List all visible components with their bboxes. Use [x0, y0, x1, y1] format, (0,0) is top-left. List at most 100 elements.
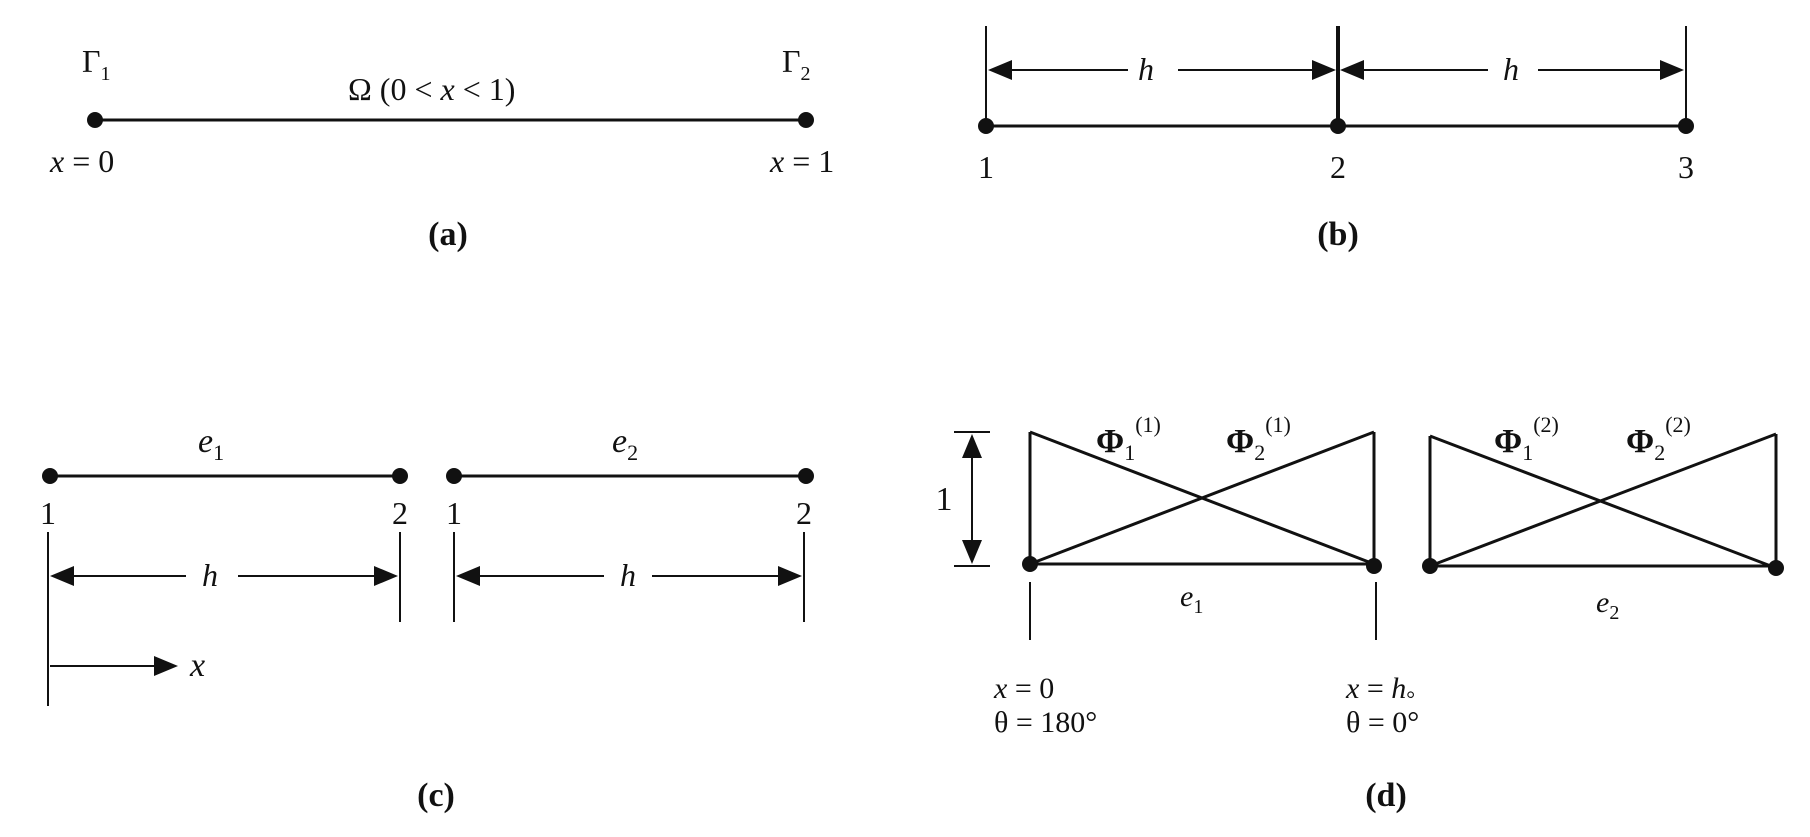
- element-1-node-left: [1022, 556, 1038, 572]
- node-3: [1678, 118, 1694, 134]
- left-coord-value: = 0: [1007, 672, 1054, 705]
- span-2-arrow-left: [1340, 60, 1364, 80]
- node-2: [1330, 118, 1346, 134]
- panel-c: e1 1 2 e2 1 2 h h: [40, 423, 814, 814]
- x-axis-arrow: x: [50, 647, 205, 684]
- element-1-shape-functions: Φ1(1) Φ2(1) e1: [1022, 412, 1382, 618]
- left-boundary-label: Γ1: [82, 43, 111, 85]
- element-2-phi-1-label: Φ1(2): [1494, 412, 1559, 465]
- node-right: [798, 112, 814, 128]
- element-2-span-arrow-right: [778, 566, 802, 586]
- x-axis-arrowhead: [154, 656, 178, 676]
- height-arrow-up: [962, 434, 982, 458]
- node-1: [978, 118, 994, 134]
- domain-label-var: x: [439, 71, 454, 107]
- span-2-label: h: [1503, 51, 1519, 87]
- element-2-phi-1-line: [1429, 434, 1777, 570]
- element-2-shape-functions: Φ1(2) Φ2(2) e2: [1422, 412, 1784, 624]
- element-1-phi-2-sup: (1): [1265, 412, 1291, 437]
- element-1-bottom-label: e1: [1180, 580, 1203, 618]
- element-1-phi-2-line: [1029, 430, 1375, 566]
- node-1-label: 1: [978, 149, 994, 185]
- caption-c: (c): [417, 777, 455, 814]
- span-2-arrow-right: [1660, 60, 1684, 80]
- element-1-span-arrow-right: [374, 566, 398, 586]
- element-1-node-1: [42, 468, 58, 484]
- span-2-dimension: h: [1340, 51, 1684, 87]
- element-2-symbol: e: [612, 423, 627, 460]
- span-1-dimension: h: [988, 51, 1336, 87]
- left-coord-var: x: [49, 143, 64, 179]
- caption-d: (d): [1365, 777, 1407, 814]
- left-boundary-symbol: Γ: [82, 43, 101, 79]
- element-2-span-dimension: h: [456, 557, 802, 593]
- element-2-node-right: [1768, 560, 1784, 576]
- right-coord-var: x: [769, 143, 784, 179]
- element-2-node-2-label: 2: [796, 495, 812, 531]
- element-1-label: e1: [198, 423, 224, 465]
- right-boundary-sub: 2: [801, 63, 811, 85]
- element-2-node-1-label: 1: [446, 495, 462, 531]
- left-coord-label: x = 0: [49, 143, 114, 179]
- panel-d: 1 Φ1(1) Φ2(1) e1: [936, 412, 1784, 814]
- element-1-phi-1-label: Φ1(1): [1096, 412, 1161, 465]
- element-2-bottom-symbol: e: [1596, 586, 1609, 619]
- element-1-span-label: h: [202, 557, 218, 593]
- caption-a: (a): [428, 216, 468, 253]
- element-1-phi-1-sup: (1): [1135, 412, 1161, 437]
- element-2-phi-2-sup: (2): [1665, 412, 1691, 437]
- domain-label: Ω (0 < x < 1): [348, 71, 515, 107]
- span-1-label: h: [1138, 51, 1154, 87]
- height-label: 1: [936, 481, 953, 518]
- span-1-arrow-right: [1312, 60, 1336, 80]
- panel-a: Γ1 Γ2 Ω (0 < x < 1) x = 0 x = 1 (a): [49, 43, 834, 253]
- domain-label-tail: < 1): [455, 71, 516, 107]
- height-arrow-down: [962, 540, 982, 564]
- element-1-node-right: [1366, 558, 1382, 574]
- right-coord-h: h: [1391, 672, 1406, 705]
- left-coord-var: x: [993, 672, 1008, 705]
- element-2-bottom-sub: 2: [1609, 602, 1619, 624]
- right-coord-deg: °: [1406, 686, 1415, 711]
- height-dimension: 1: [936, 431, 990, 567]
- left-angle-label: θ = 180°: [994, 706, 1097, 739]
- element-1-bottom-sub: 1: [1193, 596, 1203, 618]
- right-boundary-label: Γ2: [782, 43, 811, 85]
- node-2-label: 2: [1330, 149, 1346, 185]
- element-2-label: e2: [612, 423, 638, 465]
- element-1-bottom-symbol: e: [1180, 580, 1193, 613]
- element-1-phi-2-label: Φ2(1): [1226, 412, 1291, 465]
- element-2-phi-1-symbol: Φ: [1494, 423, 1522, 460]
- element-1-phi-1-sub: 1: [1124, 440, 1135, 465]
- node-left: [87, 112, 103, 128]
- left-coord-value: = 0: [64, 143, 114, 179]
- left-coord-label: x = 0: [993, 672, 1054, 705]
- node-3-label: 3: [1678, 149, 1694, 185]
- element-2-phi-1-sub: 1: [1522, 440, 1533, 465]
- element-2-node-1: [446, 468, 462, 484]
- left-boundary-sub: 1: [101, 63, 111, 85]
- right-coord-label: x = h°: [1345, 672, 1415, 711]
- element-2-span-label: h: [620, 557, 636, 593]
- right-boundary-symbol: Γ: [782, 43, 801, 79]
- element-2-phi-2-line: [1429, 432, 1777, 568]
- domain-label-head: Ω (0 <: [348, 71, 440, 107]
- right-angle-label: θ = 0°: [1346, 706, 1419, 739]
- element-1-node-2: [392, 468, 408, 484]
- x-axis-label: x: [189, 647, 205, 684]
- element-2-phi-2-symbol: Φ: [1626, 423, 1654, 460]
- element-1-node-1-label: 1: [40, 495, 56, 531]
- right-coord-eq: =: [1359, 672, 1391, 705]
- element-2-node-2: [798, 468, 814, 484]
- element-1-sub: 1: [213, 440, 224, 465]
- element-1-symbol: e: [198, 423, 213, 460]
- element-2-span-arrow-left: [456, 566, 480, 586]
- right-coord-var: x: [1345, 672, 1360, 705]
- caption-b: (b): [1317, 216, 1359, 253]
- element-1-phi-2-sub: 2: [1254, 440, 1265, 465]
- right-coord-value: = 1: [784, 143, 834, 179]
- element-2-phi-2-sub: 2: [1654, 440, 1665, 465]
- element-2-bottom-label: e2: [1596, 586, 1619, 624]
- panel-b: h h 1 2 3 (b): [978, 26, 1694, 253]
